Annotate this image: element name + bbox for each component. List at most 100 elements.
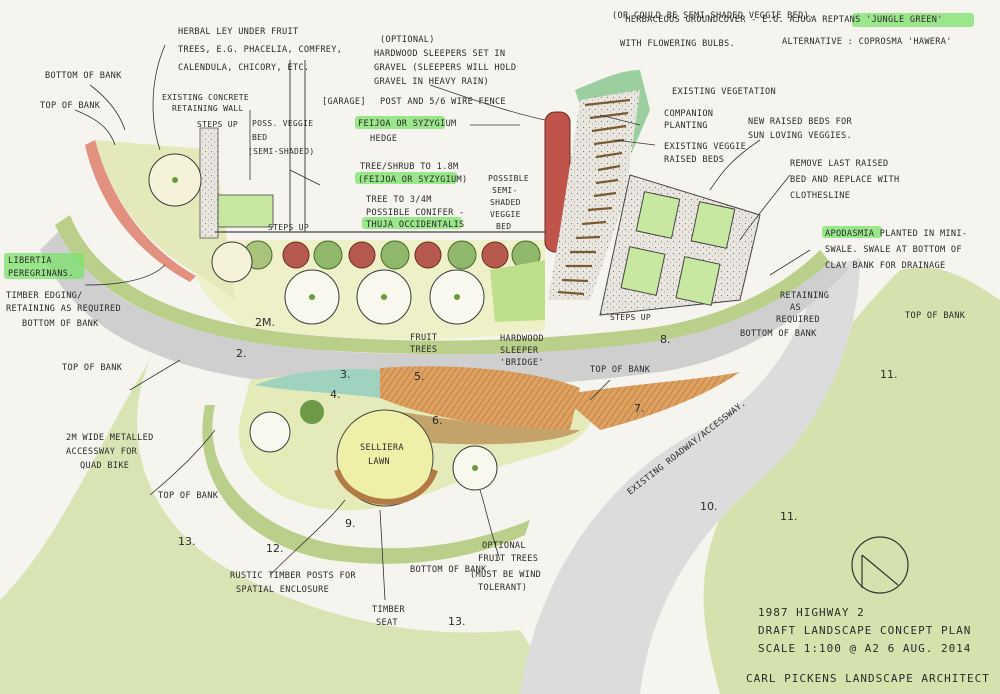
lower-trees: [249, 400, 498, 491]
highlight-feijoa-tree: [355, 172, 457, 184]
label-possible-semi-1: POSSIBLE: [488, 174, 529, 183]
label-apodasmia-1: APODASMIA PLANTED IN MINI-: [825, 229, 967, 239]
annotation-leaders: [74, 44, 811, 601]
label-existing-concrete-1: EXISTING CONCRETE: [162, 93, 249, 102]
label-2m: 2M.: [255, 316, 275, 329]
label-new-raised-2: SUN LOVING VEGGIES.: [748, 131, 852, 141]
label-bridge-2: SLEEPER: [500, 346, 539, 356]
area-number-2: 2.: [236, 347, 247, 360]
label-poss-veggie-3: (SEMI-SHADED): [248, 147, 315, 156]
red-bank-edge: [85, 140, 196, 282]
label-possible-semi-4: VEGGIE: [490, 210, 521, 219]
existing-roadway: [520, 258, 860, 694]
area-number-9: 9.: [345, 517, 356, 530]
area-number-10: 10.: [700, 500, 718, 513]
new-raised-beds: [620, 191, 736, 306]
label-possible-semi-5: BED: [496, 222, 511, 231]
label-steps-up-3: STEPS UP: [268, 223, 309, 232]
label-garage: [GARAGE]: [322, 97, 366, 107]
title-line-2: DRAFT LANDSCAPE CONCEPT PLAN: [758, 624, 971, 637]
label-companion-2: PLANTING: [664, 121, 708, 131]
label-libertia-1: LIBERTIA: [8, 256, 52, 266]
label-feijoa-hedge-2: HEDGE: [370, 134, 397, 144]
label-existing-concrete-2: RETAINING WALL: [172, 104, 244, 113]
label-remove-2: BED AND REPLACE WITH: [790, 175, 899, 185]
label-feijoa-hedge-1: FEIJOA OR SYZYGIUM: [358, 119, 457, 129]
label-herbal-ley-3: CALENDULA, CHICORY, ETC.: [178, 63, 309, 73]
label-semi-shaded-note: (OR COULD BE SEMI-SHADED VEGGIE BED).: [612, 11, 815, 21]
label-bridge-1: HARDWOOD: [500, 334, 544, 344]
semi-shaded-veggie-bed-right: [490, 260, 545, 322]
label-herbaceous-3: ALTERNATIVE : COPROSMA 'HAWERA': [782, 37, 952, 47]
north-arrow: [851, 536, 909, 594]
label-accessway-2: ACCESSWAY FOR: [66, 447, 138, 457]
hardwood-sleepers: [548, 90, 640, 300]
hedge-row: [243, 240, 541, 270]
label-timber-seat-1: TIMBER: [372, 605, 405, 615]
label-remove-1: REMOVE LAST RAISED: [790, 159, 889, 169]
label-optional-fruit-4: TOLERANT): [478, 583, 527, 593]
label-top-of-bank-1: TOP OF BANK: [40, 101, 101, 111]
area-number-3: 3.: [340, 368, 351, 381]
label-rustic-2: SPATIAL ENCLOSURE: [236, 585, 329, 595]
concrete-retaining-wall: [199, 127, 219, 239]
label-retaining-3: REQUIRED: [776, 315, 820, 325]
highlight-thuja: [362, 217, 462, 229]
label-herbaceous-1: HERBACEOUS GROUNDCOVER - E.G. AJUGA REPT…: [625, 15, 942, 25]
label-existing-veggie-1: EXISTING VEGGIE: [664, 142, 746, 152]
semi-shaded-veggie-bed: [217, 194, 274, 228]
label-accessway-1: 2M WIDE METALLED: [66, 433, 154, 443]
label-libertia-2: PEREGRINANS.: [8, 269, 74, 279]
highlight-apodasmia: [822, 226, 882, 238]
label-selliera-1: SELLIERA: [360, 443, 404, 453]
bed-3-teal: [255, 368, 400, 400]
area-number-11b: 11.: [780, 510, 798, 523]
highlight-libertia: [4, 253, 84, 279]
label-optional-fruit-2: FRUIT TREES: [478, 554, 538, 564]
area-number-13b: 13.: [448, 615, 466, 628]
label-fruit-trees-2: TREES: [410, 345, 437, 355]
label-bottom-of-bank-2: BOTTOM OF BANK: [22, 319, 99, 329]
label-bottom-of-bank-1: BOTTOM OF BANK: [45, 71, 122, 81]
label-existing-vegetation: EXISTING VEGETATION: [672, 87, 776, 97]
area-number-11a: 11.: [880, 368, 898, 381]
label-apodasmia-2: SWALE. SWALE AT BOTTOM OF: [825, 245, 962, 255]
label-herbaceous-2: WITH FLOWERING BULBS.: [620, 39, 735, 49]
label-timber-edging-1: TIMBER EDGING/: [6, 291, 83, 301]
label-timber-seat-2: SEAT: [376, 618, 398, 628]
label-tree-shrub-1: TREE/SHRUB TO 1.8M: [360, 162, 459, 172]
area-number-8: 8.: [660, 333, 671, 346]
label-top-of-bank-2: TOP OF BANK: [62, 363, 123, 373]
label-optional-fruit-1: OPTIONAL: [482, 541, 526, 551]
bed-6-hatch: [390, 410, 580, 445]
label-herbal-ley-2: TREES, E.G. PHACELIA, COMFREY,: [178, 45, 342, 55]
title-line-1: 1987 HIGHWAY 2: [758, 606, 865, 619]
area-number-13a: 13.: [178, 535, 196, 548]
label-existing-veggie-2: RAISED BEDS: [664, 155, 724, 165]
label-top-of-bank-3: TOP OF BANK: [590, 365, 651, 375]
area-number-5: 5.: [414, 370, 425, 383]
label-possible-semi-2: SEMI-: [492, 186, 518, 195]
area-number-7: 7.: [634, 402, 645, 415]
metalled-accessway: [40, 230, 850, 389]
label-top-of-bank-4: TOP OF BANK: [905, 311, 966, 321]
label-steps-up-2: STEPS UP: [610, 313, 651, 322]
timber-seat: [334, 468, 438, 505]
right-bank-area: [703, 267, 1000, 694]
label-poss-veggie-1: POSS. VEGGIE: [252, 119, 313, 128]
highlight-feijoa-hedge: [355, 116, 445, 129]
label-timber-edging-2: RETAINING AS REQUIRED: [6, 304, 121, 314]
area-number-12: 12.: [266, 542, 284, 555]
label-top-of-bank-5: TOP OF BANK: [158, 491, 219, 501]
label-rustic-1: RUSTIC TIMBER POSTS FOR: [230, 571, 356, 581]
label-sleepers-5: POST AND 5/6 WIRE FENCE: [380, 97, 506, 107]
label-new-raised-1: NEW RAISED BEDS FOR: [748, 117, 853, 127]
label-apodasmia-3: CLAY BANK FOR DRAINAGE: [825, 261, 945, 271]
label-retaining-1: RETAINING: [780, 291, 829, 301]
title-line-3: SCALE 1:100 @ A2 6 AUG. 2014: [758, 642, 971, 655]
label-steps-up-1: STEPS UP: [197, 120, 238, 129]
label-companion-1: COMPANION: [664, 109, 713, 119]
label-herbal-ley-1: HERBAL LEY UNDER FRUIT: [178, 27, 298, 37]
label-sleepers-2: HARDWOOD SLEEPERS SET IN: [374, 49, 505, 59]
